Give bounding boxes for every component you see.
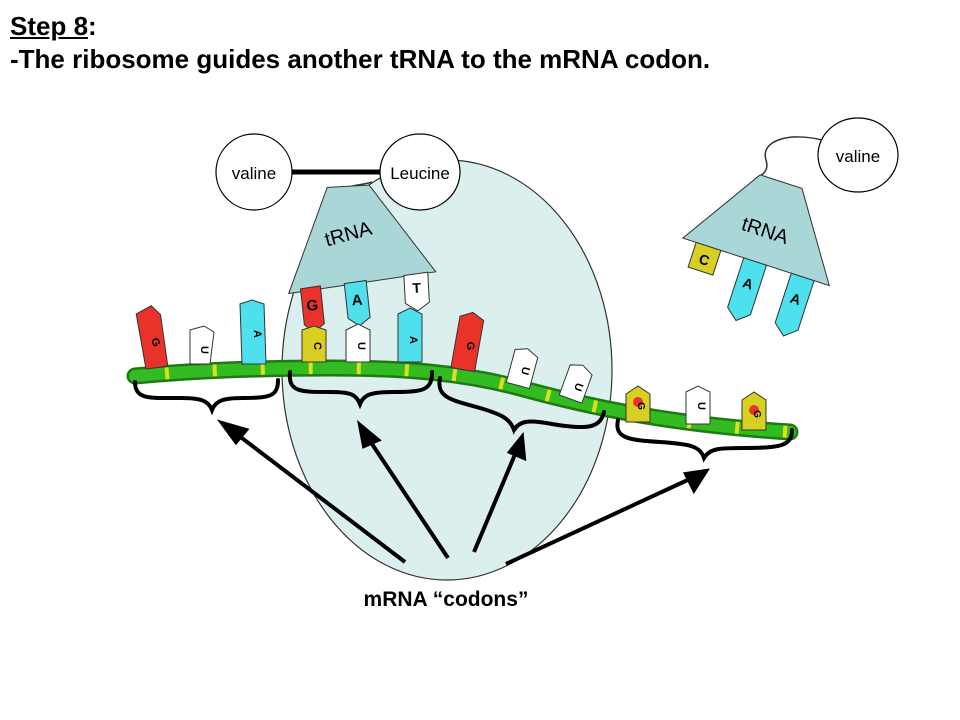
mrna-base-label: A	[407, 336, 419, 344]
arrow-to-codon-4	[505, 476, 693, 566]
incoming-base-a1: A	[727, 257, 768, 322]
arrow-to-codon-1	[232, 430, 407, 564]
mrna-base-label: G	[464, 342, 476, 351]
mrna-base: U	[685, 385, 711, 425]
mrna-base-label: U	[518, 365, 532, 376]
mrna-base-label: U	[198, 346, 210, 354]
amino-acid-valine-incoming: valine	[817, 117, 899, 193]
codon-brace-1	[133, 378, 280, 416]
slide-title: Step 8: -The ribosome guides another tRN…	[10, 10, 710, 76]
mrna-base: U	[505, 348, 539, 390]
trna-bound: tRNA G A T	[287, 184, 437, 333]
title-description: -The ribosome guides another tRNA to the…	[10, 44, 711, 74]
mrna-base: G	[135, 305, 169, 370]
arrow-to-codon-3-head	[506, 431, 527, 462]
mrna-base: U	[345, 323, 371, 363]
anticodon-base-a: A	[343, 279, 371, 327]
anticodon-base-t-label: T	[412, 280, 422, 296]
mrna-base-label: G	[751, 410, 762, 418]
arrow-to-codon-2	[366, 436, 450, 560]
valine-left-label: valine	[232, 164, 276, 183]
mrna-base: U	[558, 364, 593, 404]
step-label: Step 8	[10, 11, 89, 41]
mrna-codons-caption: mRNA “codons”	[364, 588, 529, 611]
codon-brace-3	[437, 376, 606, 435]
anticodon-base-g: G	[299, 285, 325, 333]
mrna-codon-1: G U A	[135, 299, 267, 370]
mrna-base: A	[397, 307, 423, 363]
valine-incoming-label: valine	[836, 147, 880, 166]
arrow-to-codon-2-head	[356, 419, 382, 449]
trna-incoming-body	[681, 174, 831, 287]
amino-acid-valine-left: valine	[215, 133, 293, 211]
leucine-label: Leucine	[390, 164, 450, 183]
mrna-base: G	[450, 311, 485, 373]
caption-arrows	[216, 419, 711, 566]
codon-brace-4	[615, 418, 794, 463]
mrna-codon-2: C U A	[301, 307, 423, 363]
codon-braces	[133, 370, 794, 463]
codon-brace-2	[287, 370, 434, 410]
incoming-base-a1-label: A	[741, 274, 756, 292]
mrna-base-label: C	[311, 342, 323, 350]
anticodon-base-g-label: G	[306, 297, 319, 315]
mrna-base-label: U	[571, 381, 585, 393]
mrna-codon-3: G U U	[450, 311, 593, 404]
title-step-line: Step 8:	[10, 10, 710, 42]
mrna-base-label: U	[695, 402, 707, 410]
mrna-strand	[126, 359, 799, 441]
mrna-base-label: U	[355, 342, 367, 350]
mrna-backbone-highlight	[129, 361, 796, 438]
step-suffix: :	[88, 11, 97, 41]
anticodon-base-t: T	[403, 271, 430, 312]
incoming-base-c: C	[687, 241, 722, 276]
incoming-base-c-label: C	[697, 251, 712, 269]
arrow-to-codon-1-head	[216, 419, 250, 446]
mrna-base: U	[189, 325, 215, 365]
mrna-codon-4: G U G	[625, 385, 767, 431]
anticodon-base-a-label: A	[351, 292, 363, 310]
mrna-base-label: A	[251, 330, 263, 338]
mrna-base: G	[625, 385, 651, 423]
mrna-base: A	[239, 299, 267, 365]
mrna-base: C	[301, 325, 327, 363]
valine-trna-linker	[755, 136, 823, 179]
arrow-to-codon-4-head	[682, 468, 711, 495]
incoming-base-a2: A	[774, 272, 815, 337]
mrna-base-label: G	[635, 402, 646, 410]
mrna-base: G	[741, 391, 767, 431]
trna-bound-body	[287, 184, 437, 295]
amino-acid-leucine: Leucine	[379, 133, 461, 211]
arrow-to-codon-3	[472, 451, 518, 553]
trna-incoming: tRNA C A A	[681, 174, 831, 337]
incoming-base-a2-label: A	[788, 290, 803, 308]
